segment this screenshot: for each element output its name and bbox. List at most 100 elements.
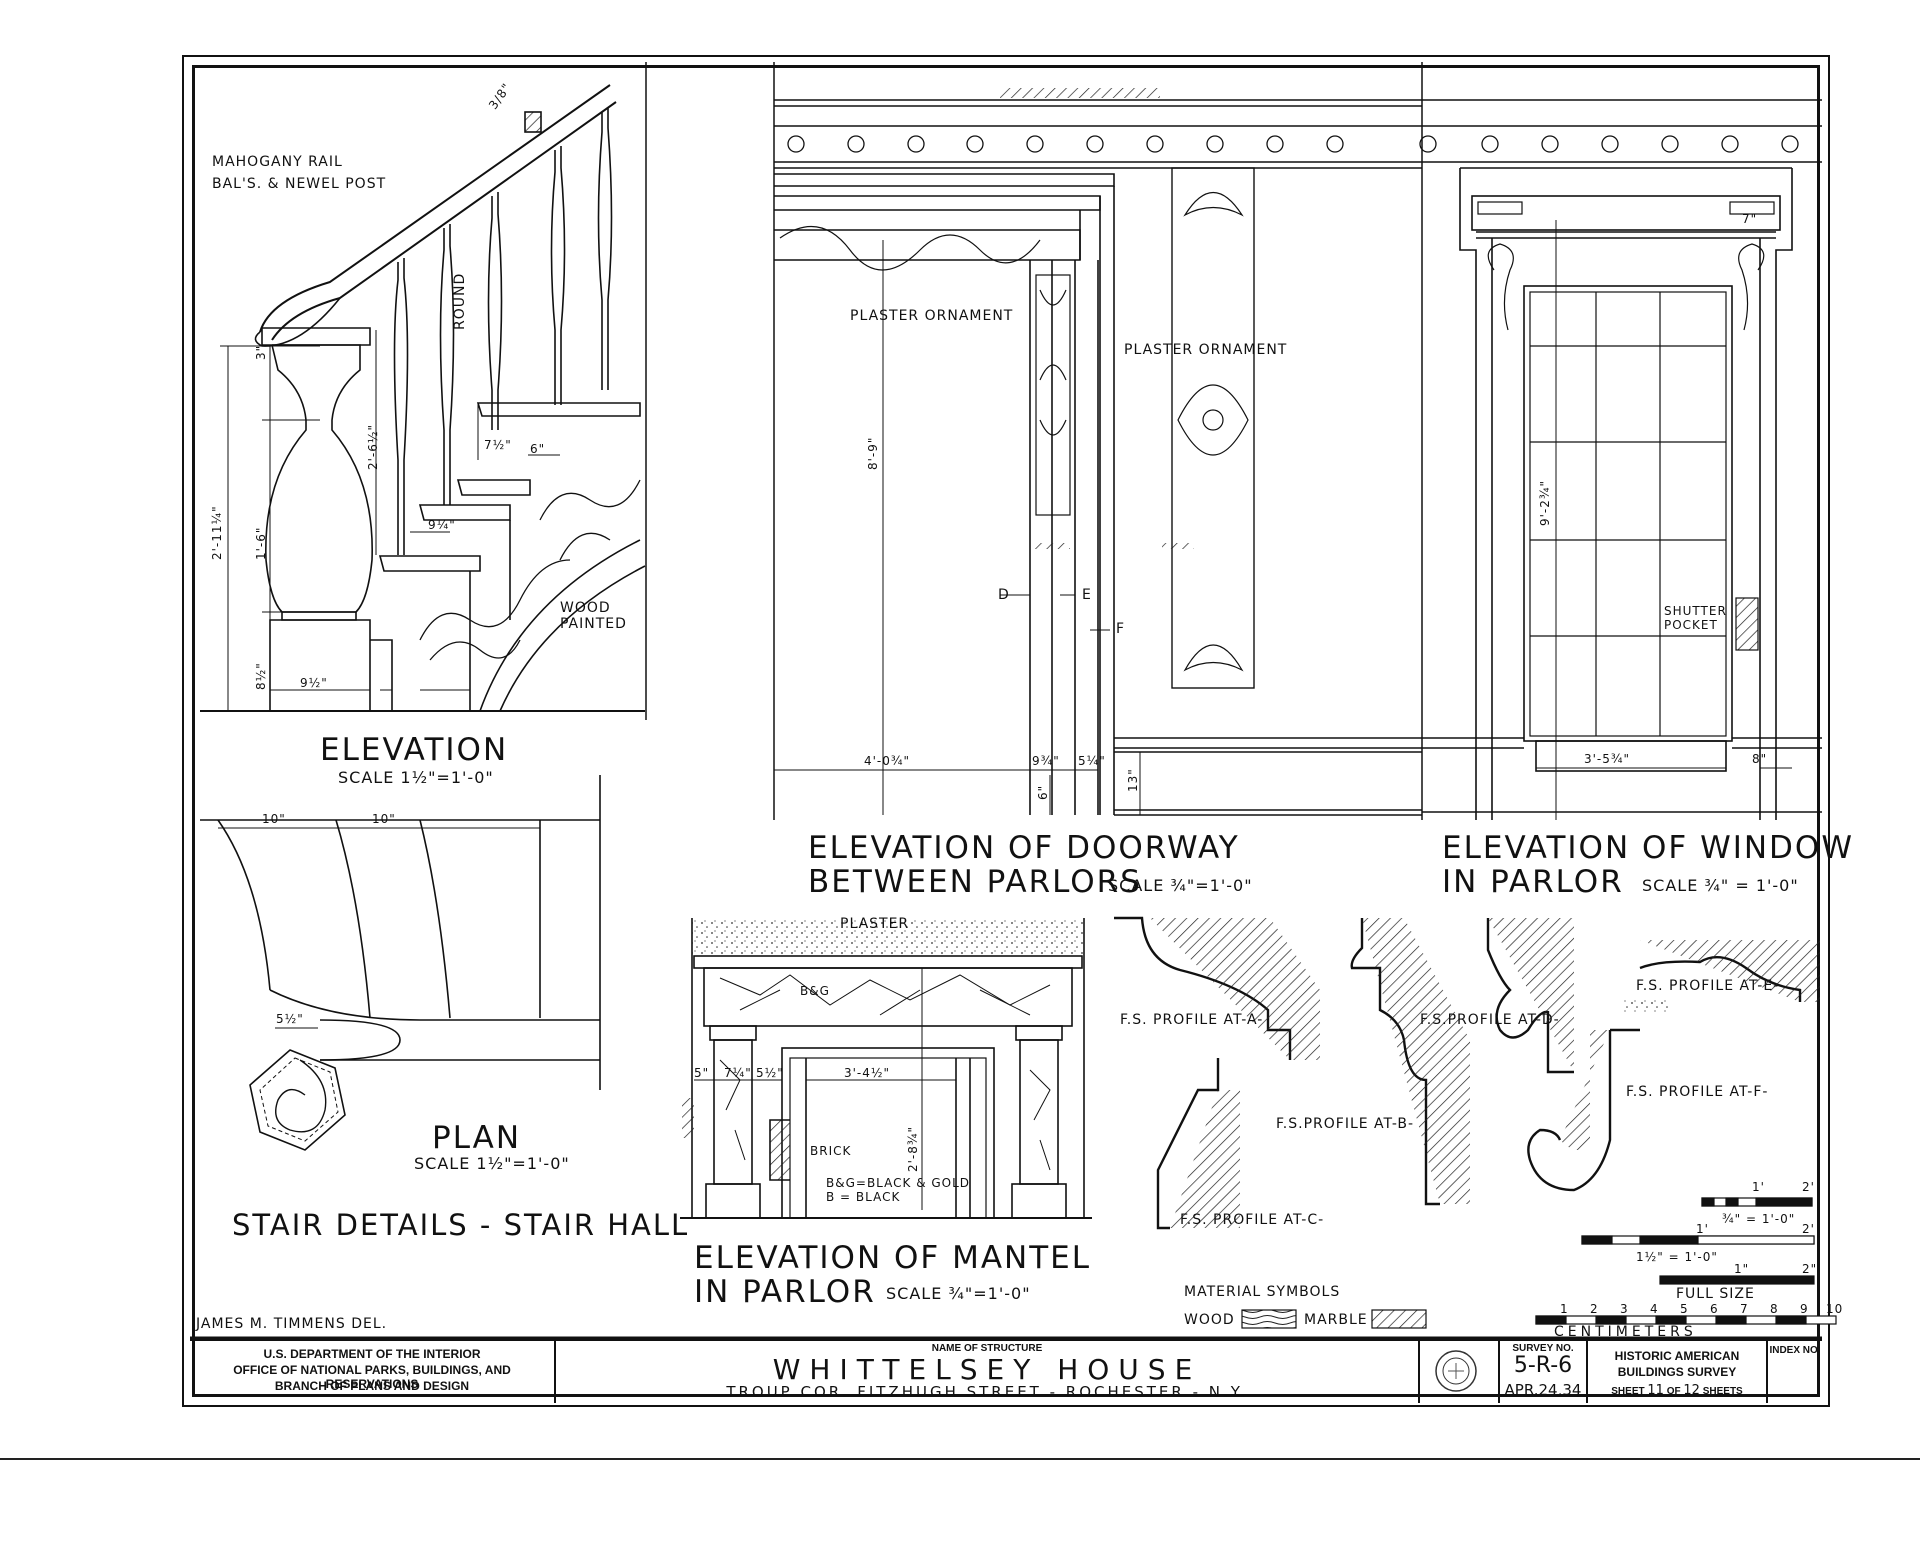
department-line-1: U.S. DEPARTMENT OF THE INTERIOR <box>263 1347 481 1361</box>
mantel-scale: SCALE ¾"=1'-0" <box>886 1284 1031 1303</box>
dimension-baluster: 2'-6½" <box>366 423 380 470</box>
cm-tick-10: 10 <box>1826 1302 1844 1316</box>
cm-tick-5: 5 <box>1680 1302 1689 1316</box>
sheet-count: SHEET 11 OF 12 SHEETS <box>1588 1383 1766 1398</box>
profile-e-label: F.S. PROFILE AT-E- <box>1636 978 1780 994</box>
dimension-nosing: 9¼" <box>428 518 456 532</box>
library-seal-icon <box>1435 1350 1477 1392</box>
survey-date: APR.24,34 <box>1504 1381 1582 1399</box>
painted-note: PAINTED <box>560 616 627 632</box>
dimension-base-height: 8½" <box>254 662 268 690</box>
survey-number-label: SURVEY NO. <box>1512 1343 1574 1354</box>
pocket-note: POCKET <box>1664 618 1718 632</box>
cm-tick-3: 3 <box>1620 1302 1629 1316</box>
sheet-word: SHEET <box>1611 1386 1645 1397</box>
dimension-cap: 3" <box>254 344 268 360</box>
seal-cell <box>1420 1341 1500 1403</box>
doorway-title-line-1: ELEVATION OF DOORWAY <box>808 830 1240 866</box>
cm-tick-2: 2 <box>1590 1302 1599 1316</box>
brick-note: BRICK <box>810 1144 852 1158</box>
title-block-name-cell: NAME OF STRUCTURE WHITTELSEY HOUSE TROUP… <box>556 1341 1420 1403</box>
mantel-title-line-2: IN PARLOR <box>694 1274 876 1310</box>
title-block-department-cell: U.S. DEPARTMENT OF THE INTERIOR OFFICE O… <box>190 1341 556 1403</box>
dimension-overall-height: 2'-11¼" <box>210 505 224 560</box>
title-block: U.S. DEPARTMENT OF THE INTERIOR OFFICE O… <box>190 1338 1822 1403</box>
sheet-total: 12 <box>1683 1383 1700 1398</box>
doorway-title-line-2: BETWEEN PARLORS <box>808 864 1142 900</box>
doorway-plaster-ornament-note: PLASTER ORNAMENT <box>850 308 1014 324</box>
doorway-elevation-drawing <box>774 88 1422 816</box>
profile-c-label: F.S. PROFILE AT-C- <box>1180 1212 1325 1228</box>
scale-2-tick-1: 1' <box>1696 1222 1709 1236</box>
stair-details-title: STAIR DETAILS - STAIR HALL <box>232 1208 690 1242</box>
wood-note: WOOD <box>560 600 611 616</box>
plan-dimension-2: 10" <box>372 812 396 826</box>
plaster-note: PLASTER <box>840 916 910 932</box>
doorway-scale: SCALE ¾"=1'-0" <box>1108 876 1253 895</box>
section-marker-f: F <box>1116 621 1126 637</box>
graphic-scale-bars <box>1535 1197 1837 1325</box>
dimension-base-width: 9½" <box>300 676 328 690</box>
mantel-dimension-opening-width: 3'-4½" <box>844 1066 891 1080</box>
profile-d-label: F.S.PROFILE AT-D- <box>1420 1012 1560 1028</box>
dimension-post-height: 1'-6" <box>254 526 268 560</box>
material-marble-label: MARBLE <box>1304 1312 1368 1328</box>
scale-1-tick-2: 2' <box>1802 1180 1815 1194</box>
plan-dimension-1: 10" <box>262 812 286 826</box>
section-marker-d: D <box>998 587 1010 603</box>
scale-3-tick-2: 2" <box>1802 1262 1818 1276</box>
doorway-dimension-jamb: 9¾" <box>1032 754 1060 768</box>
survey-number-cell: SURVEY NO. 5-R-6 APR.24,34 <box>1500 1341 1588 1403</box>
department-line-3: BRANCH OF PLANS AND DESIGN <box>274 1379 470 1393</box>
material-symbol-swatches <box>1241 1309 1427 1329</box>
stair-elevation-title: ELEVATION <box>320 732 509 768</box>
habs-line-1: HISTORIC AMERICAN <box>1614 1349 1740 1363</box>
delineator-credit: JAMES M. TIMMENS DEL. <box>196 1316 388 1332</box>
dimension-tread: 6" <box>530 442 546 456</box>
cm-tick-6: 6 <box>1710 1302 1719 1316</box>
panel-plaster-ornament-note: PLASTER ORNAMENT <box>1124 342 1288 358</box>
profile-sections <box>1114 916 1820 1230</box>
section-marker-e: E <box>1082 587 1092 603</box>
habs-cell: HISTORIC AMERICAN BUILDINGS SURVEY SHEET… <box>1588 1341 1768 1403</box>
mantel-legend-line-1: B&G=BLACK & GOLD <box>826 1176 971 1190</box>
profile-a-label: F.S. PROFILE AT-A- <box>1120 1012 1264 1028</box>
doorway-dimension-base: 13" <box>1126 768 1140 792</box>
balusters-newel-note: BAL'S. & NEWEL POST <box>212 176 387 192</box>
stair-plan-drawing <box>200 775 601 1151</box>
plan-dimension-3: 5½" <box>276 1012 304 1026</box>
mantel-dimension-1: 5" <box>694 1066 710 1080</box>
mantel-elevation-drawing <box>680 918 1092 1219</box>
window-dimension-width: 3'-5¾" <box>1584 752 1631 766</box>
window-dimension-panel: 7" <box>1742 212 1758 226</box>
scale-1-tick-1: 1' <box>1752 1180 1765 1194</box>
drawing-sheet-inner-border <box>192 65 1820 1397</box>
mantel-dimension-2: 7¼" <box>724 1066 752 1080</box>
sheet-number: 11 <box>1647 1383 1664 1398</box>
sheets-word: SHEETS <box>1702 1386 1743 1397</box>
structure-name: WHITTELSEY HOUSE <box>772 1353 1202 1386</box>
doorway-dimension-width: 4'-0¾" <box>864 754 911 768</box>
material-wood-label: WOOD <box>1184 1312 1235 1328</box>
black-gold-marker: B&G <box>800 984 830 998</box>
mantel-title-line-1: ELEVATION OF MANTEL <box>694 1240 1092 1276</box>
stair-elevation-drawing <box>200 84 646 712</box>
window-elevation-drawing <box>1419 99 1822 820</box>
index-number-cell: INDEX NO. <box>1768 1341 1822 1403</box>
stair-elevation-scale: SCALE 1½"=1'-0" <box>338 768 494 787</box>
doorway-dimension-plinth: 6" <box>1036 784 1050 800</box>
cm-tick-8: 8 <box>1770 1302 1779 1316</box>
window-scale: SCALE ¾" = 1'-0" <box>1642 876 1799 895</box>
profile-f-label: F.S. PROFILE AT-F- <box>1626 1084 1769 1100</box>
name-of-structure-label: NAME OF STRUCTURE <box>931 1343 1043 1354</box>
shutter-note: SHUTTER <box>1664 604 1727 618</box>
window-title-line-1: ELEVATION OF WINDOW <box>1442 830 1854 866</box>
material-symbols-title: MATERIAL SYMBOLS <box>1184 1284 1341 1300</box>
scale-2-label: 1½" = 1'-0" <box>1636 1250 1718 1264</box>
scale-2-tick-2: 2' <box>1802 1222 1815 1236</box>
page-bottom-rule <box>0 1458 1920 1460</box>
drawing-sheet-border <box>182 55 1830 1407</box>
mantel-dimension-3: 5½" <box>756 1066 784 1080</box>
centimeters-label: CENTIMETERS <box>1554 1324 1697 1340</box>
